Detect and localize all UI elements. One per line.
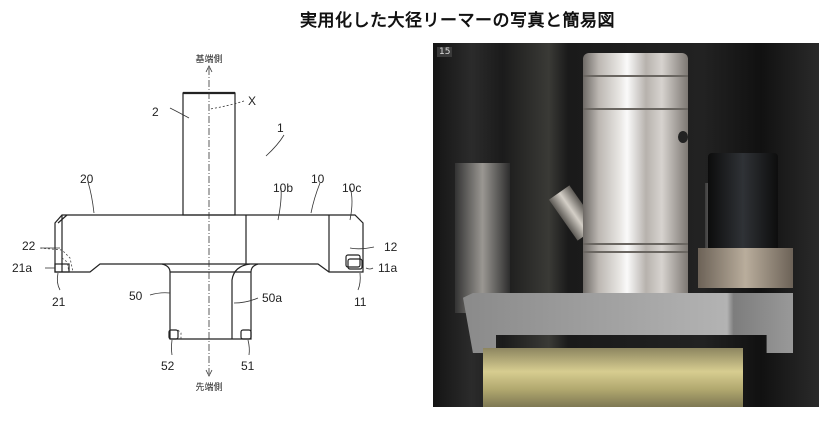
label-12: 12 [384,240,398,254]
label-51: 51 [241,359,255,373]
label-20: 20 [80,172,94,186]
reamer-diagram: 基端側 先端側 X 1 2 20 10 10b 10c 22 21a 21 12… [12,53,398,393]
label-11: 11 [354,295,367,309]
label-10: 10 [311,172,325,186]
reamer-blade [463,293,793,353]
label-11a: 11a [378,261,397,275]
axis-top-label: 基端側 [195,53,222,65]
label-10c: 10c [342,181,361,195]
label-21a: 21a [12,261,32,275]
label-21: 21 [52,295,66,309]
label-50a: 50a [262,291,282,305]
step-section [161,263,259,340]
label-2: 2 [152,105,159,119]
body-outline [54,214,364,273]
label-X: X [248,94,256,108]
reamer-photo: 15 [433,43,819,407]
page-title: 実用化した大径リーマーの写真と簡易図 [300,11,615,31]
axis-bottom-label: 先端側 [195,381,222,393]
label-1: 1 [277,121,284,135]
label-50: 50 [129,289,143,303]
reamer-holder [583,53,688,303]
label-22: 22 [22,239,36,253]
label-52: 52 [161,359,175,373]
label-10b: 10b [273,181,293,195]
photo-tag: 15 [437,47,453,57]
